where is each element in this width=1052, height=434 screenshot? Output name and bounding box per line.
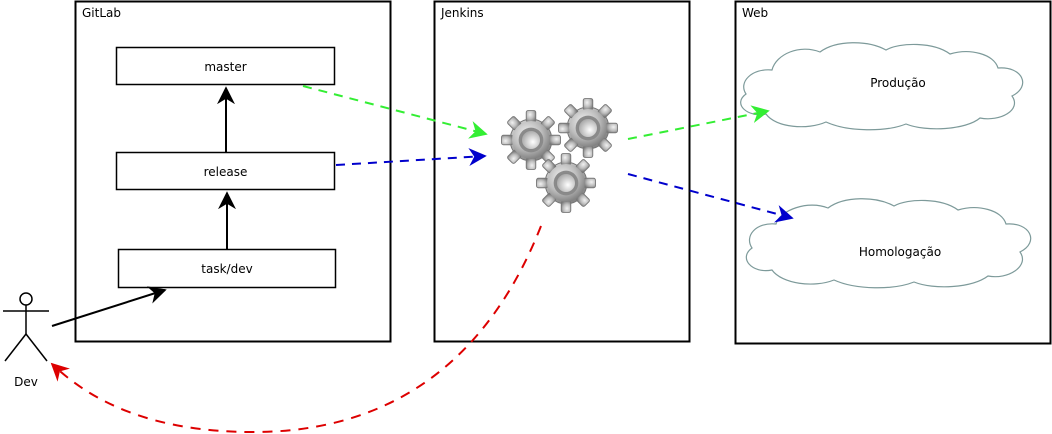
web-title: Web [742, 6, 768, 20]
dev-actor [3, 292, 49, 362]
branch-master-label: master [204, 60, 246, 74]
cloud-staging: Homologação [745, 198, 1032, 289]
staging-label: Homologação [859, 245, 941, 259]
branch-master: master [115, 46, 336, 86]
flow-jenkins-feedback-to-dev [50, 225, 542, 434]
flow-jenkins-to-production [627, 105, 770, 140]
branch-task: task/dev [117, 248, 337, 289]
jenkins-title: Jenkins [440, 6, 484, 20]
branch-task-label: task/dev [201, 262, 252, 276]
flow-release-to-jenkins [335, 147, 487, 166]
dev-label: Dev [14, 375, 38, 389]
jenkins-container: Jenkins [433, 0, 691, 343]
production-label: Produção [870, 76, 926, 90]
arrow-dev-to-task [51, 286, 167, 327]
gitlab-title: GitLab [82, 6, 121, 20]
branch-release-label: release [204, 165, 248, 179]
branch-release: release [115, 151, 336, 191]
cloud-production: Produção [740, 42, 1024, 131]
flow-jenkins-to-staging [627, 173, 794, 223]
actor-head-icon [19, 292, 33, 306]
